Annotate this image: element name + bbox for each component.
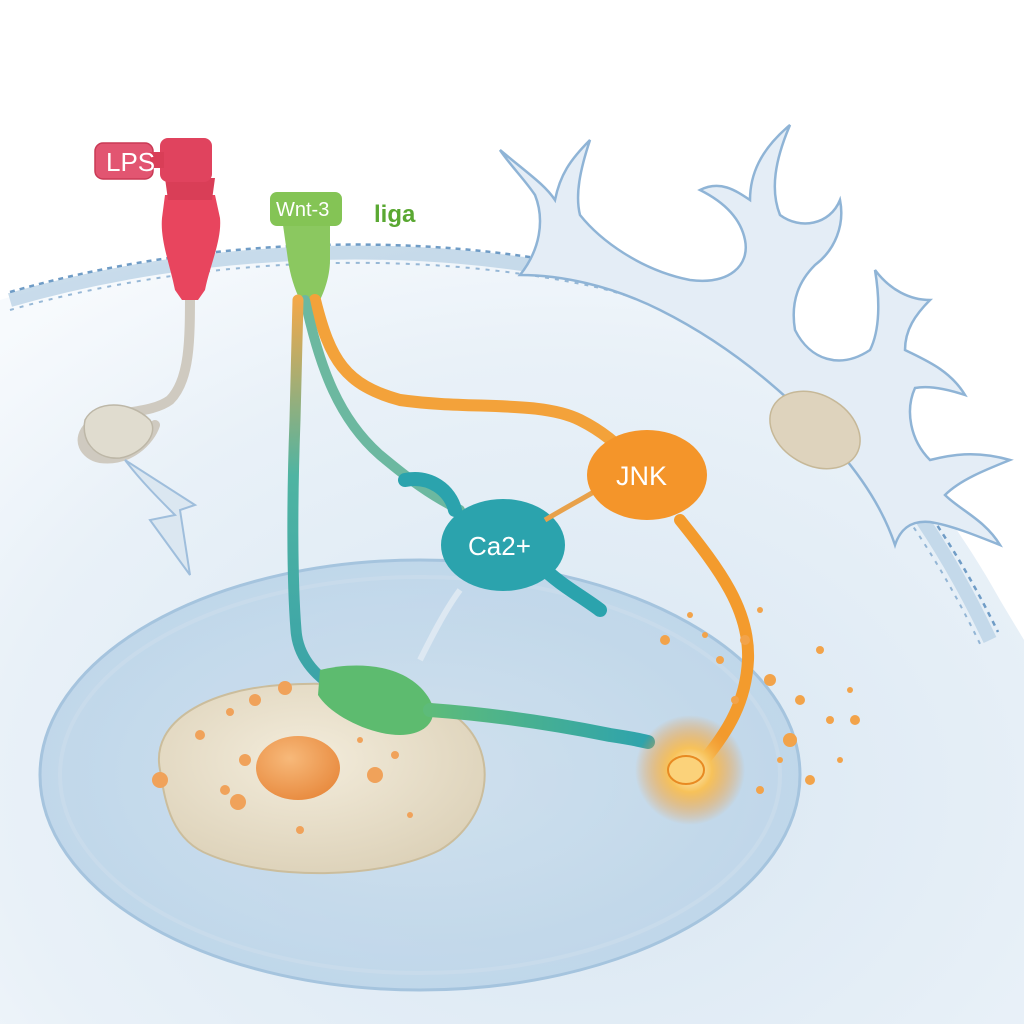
wnt-to-nucleus-path bbox=[287, 294, 346, 696]
lps-pathway bbox=[77, 285, 198, 576]
down-arrow-icon bbox=[124, 459, 198, 576]
calcium-node: Ca2+ bbox=[398, 472, 607, 617]
release-burst bbox=[635, 607, 860, 825]
ligand-label: liga bbox=[374, 201, 416, 228]
wnt-to-calcium-path bbox=[300, 295, 465, 515]
nucleolus bbox=[256, 736, 340, 800]
vesicle bbox=[769, 390, 861, 470]
wnt-receptor: Wnt-3 liga bbox=[270, 192, 416, 300]
nuclear-transporter bbox=[318, 665, 655, 749]
wnt-label: Wnt-3 bbox=[276, 199, 329, 221]
jnk-label: JNK bbox=[616, 461, 667, 491]
calcium-label: Ca2+ bbox=[468, 531, 531, 561]
lps-label: LPS bbox=[106, 147, 155, 177]
wnt-to-jnk-path bbox=[309, 294, 636, 466]
wnt-ligand bbox=[270, 192, 342, 226]
lps-receptor: LPS bbox=[94, 138, 221, 300]
jnk-node: JNK bbox=[587, 430, 707, 520]
